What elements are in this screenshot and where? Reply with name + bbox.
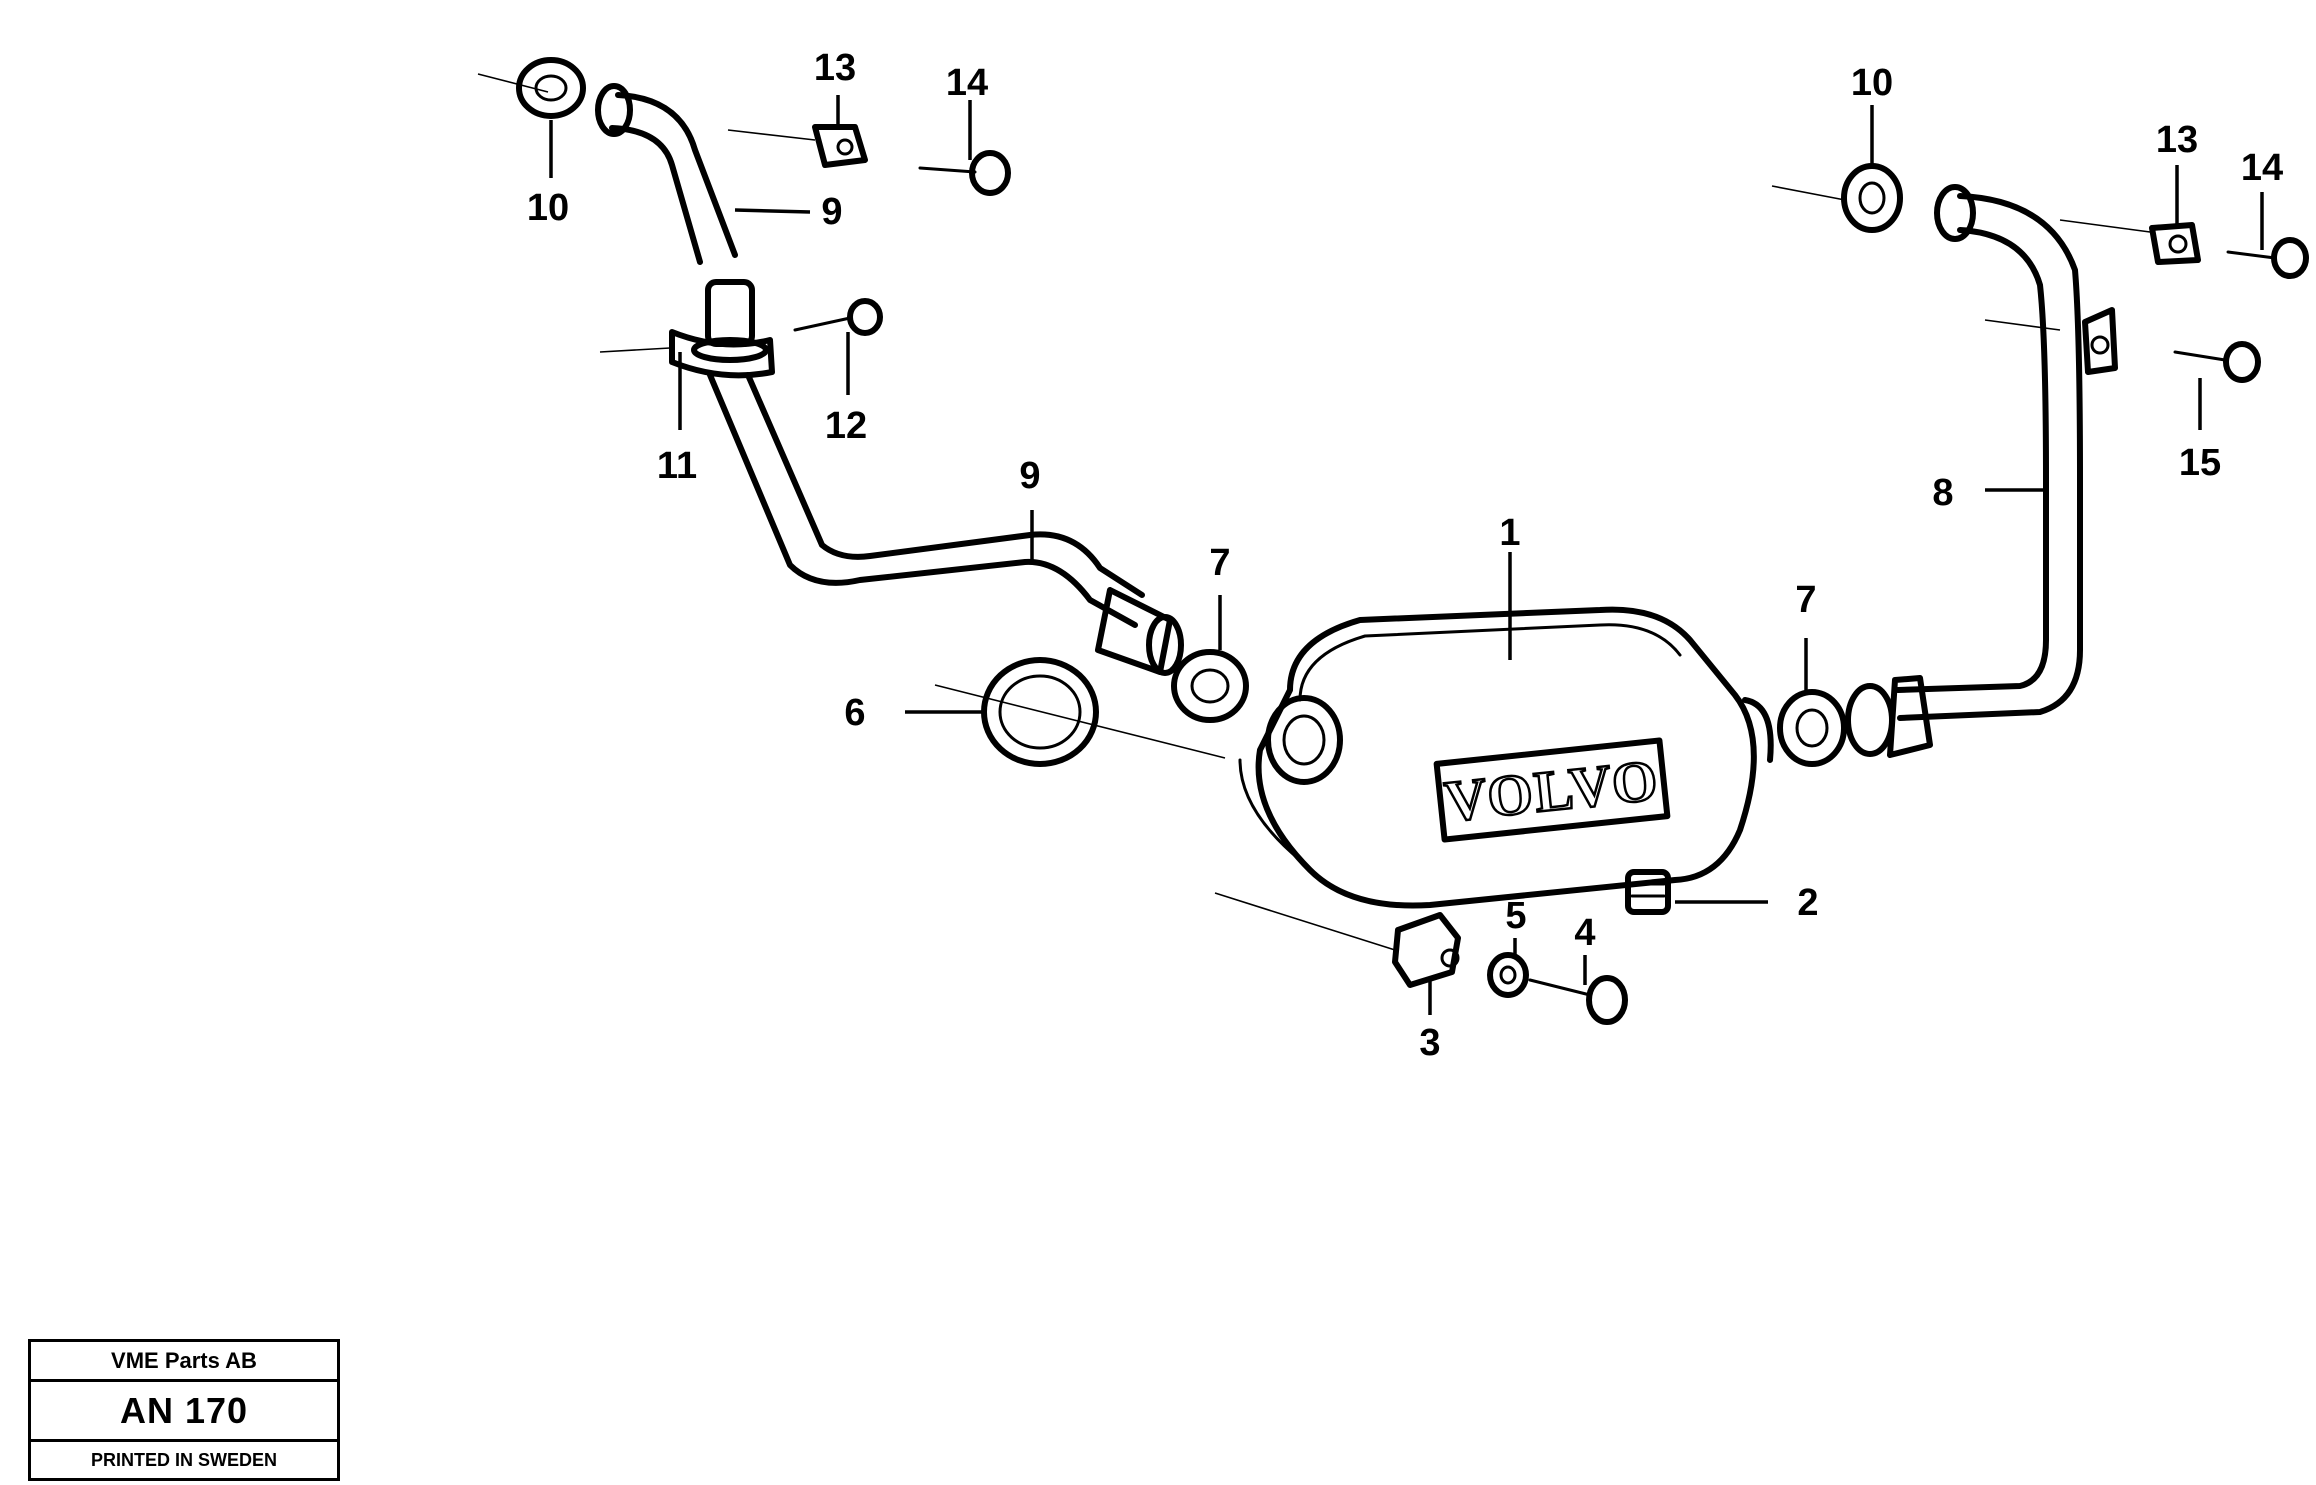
- callout-10-right: 10: [1851, 62, 1893, 104]
- hose-upper-9: [615, 92, 738, 258]
- pipe-bracket-right: [2082, 307, 2118, 375]
- callout-1: 1: [1499, 512, 1520, 554]
- title-block-printed: PRINTED IN SWEDEN: [90, 1449, 277, 1470]
- callout-13-right: 13: [2156, 119, 2198, 161]
- callout-9-lower: 9: [1019, 455, 1040, 497]
- callout-7-right: 7: [1795, 579, 1816, 621]
- screw-shaft-12: [793, 316, 852, 332]
- volvo-logo-badge: [1433, 737, 1671, 843]
- cooler-outlet-port: [1742, 697, 1774, 763]
- screw-shaft-14-left: [918, 166, 977, 174]
- left-pipe-assembly: [516, 57, 1184, 676]
- drain-plug-2: [1625, 869, 1671, 915]
- screw-head-14-right: [2271, 237, 2309, 279]
- cooler-housing: [1255, 606, 1757, 909]
- callout-5: 5: [1505, 895, 1526, 937]
- callout-13-left: 13: [814, 47, 856, 89]
- seal-ring-7-right: [1777, 689, 1847, 767]
- leader-lines: [549, 95, 2264, 1015]
- screw-head-4: [1586, 975, 1628, 1025]
- lower-fasteners: [1392, 869, 1671, 1025]
- callout-11: 11: [657, 445, 697, 487]
- callout-labels: 10 9 13 14 11 12 9 7 1 6 7 8 10 13 14 15…: [527, 47, 2283, 1064]
- callout-15: 15: [2179, 442, 2221, 484]
- right-pipe-assembly: [1841, 163, 2309, 758]
- callout-10-left: 10: [527, 187, 569, 229]
- screw-shaft-14-right: [2226, 250, 2277, 260]
- callout-12: 12: [825, 405, 867, 447]
- seal-ring-10-left: [516, 57, 586, 119]
- callout-7-left: 7: [1209, 542, 1230, 584]
- oil-cooler-body: VOLVO: [1238, 606, 1774, 909]
- pipe-lower-9: [707, 372, 1138, 628]
- callout-2: 2: [1797, 882, 1818, 924]
- callout-8: 8: [1932, 472, 1953, 514]
- cooler-inlet-port: [1265, 695, 1343, 785]
- seal-ring-7-left: [1171, 649, 1249, 723]
- callout-14-right: 14: [2241, 147, 2283, 189]
- washer-5: [1487, 952, 1529, 998]
- callout-14-left: 14: [946, 62, 988, 104]
- callout-9-upper: 9: [821, 191, 842, 233]
- pipe-connector: [705, 279, 755, 347]
- seal-ring-6: [981, 657, 1099, 767]
- title-block-company: VME Parts AB: [31, 1342, 337, 1382]
- pipe-8: [1897, 193, 2083, 721]
- screw-head-12: [847, 298, 883, 336]
- screw-shaft-4: [1528, 978, 1592, 997]
- pipe-end-fitting: [1095, 587, 1173, 675]
- seal-rings: [981, 649, 1847, 767]
- title-block: VME Parts AB AN 170 PRINTED IN SWEDEN: [28, 1339, 340, 1481]
- bracket-13-right: [2149, 222, 2201, 265]
- screw-head-15: [2223, 341, 2261, 383]
- bracket-13-left: [812, 124, 868, 168]
- screw-head-14-left: [969, 150, 1011, 196]
- callout-3: 3: [1419, 1022, 1440, 1064]
- callout-4: 4: [1574, 912, 1595, 954]
- screw-shaft-15: [2173, 350, 2227, 362]
- bracket-3: [1392, 912, 1461, 988]
- title-block-drawing-number: AN 170: [31, 1382, 337, 1442]
- seal-ring-10-right: [1841, 163, 1903, 233]
- callout-6: 6: [844, 692, 865, 734]
